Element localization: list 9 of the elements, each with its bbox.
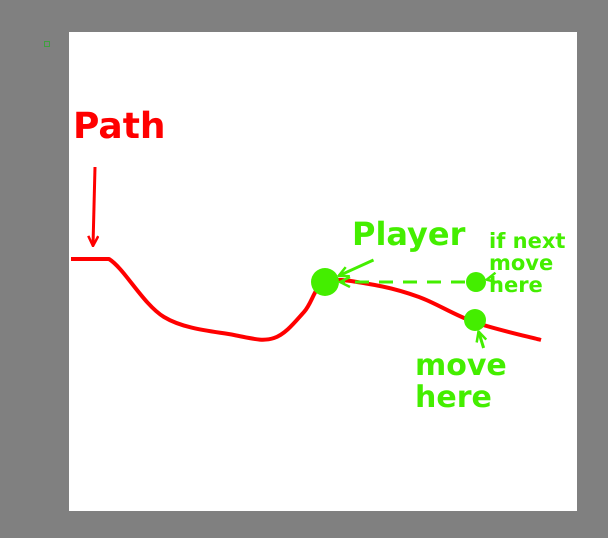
arrow: [337, 258, 374, 278]
handwritten-label: Path: [73, 108, 165, 146]
handwritten-label: Player: [352, 218, 466, 252]
handwritten-label: if next move here: [489, 230, 566, 296]
arrow: [338, 276, 465, 288]
arrow: [87, 166, 100, 248]
arrow: [486, 271, 499, 284]
arrow: [475, 330, 488, 348]
handwritten-label: move here: [415, 350, 508, 413]
